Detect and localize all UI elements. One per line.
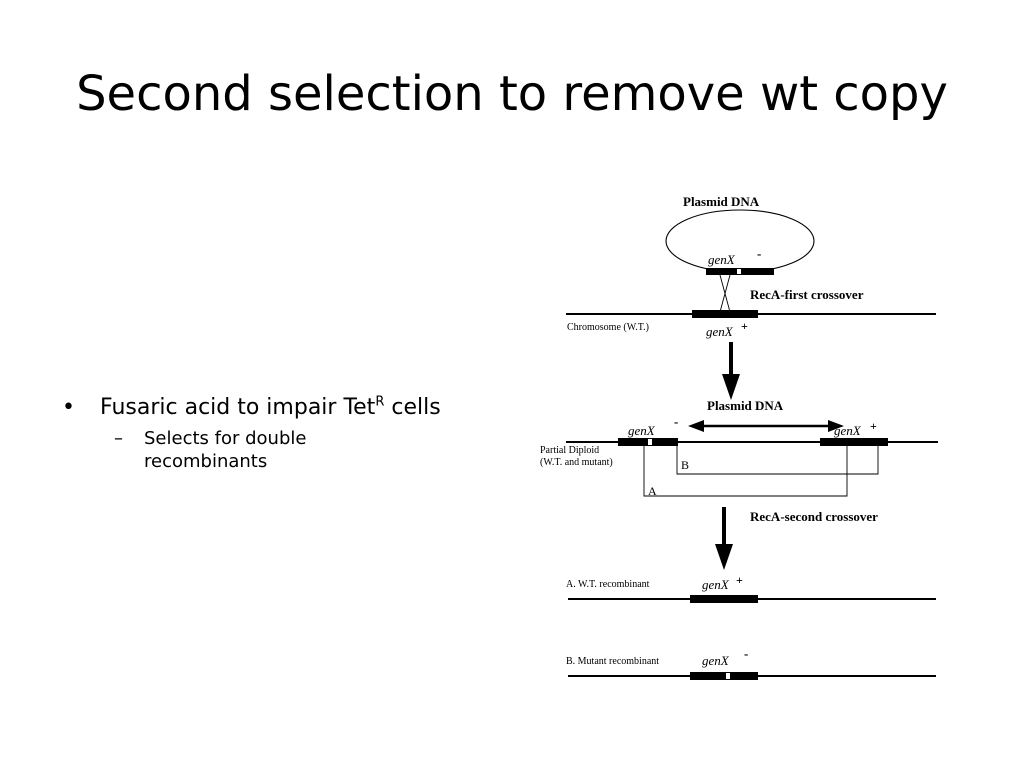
- sub-bullet-dash: –: [114, 427, 123, 449]
- bullet-suffix: cells: [384, 395, 441, 420]
- mutation-marker: [726, 673, 730, 679]
- slide-title: Second selection to remove wt copy: [76, 66, 948, 122]
- sub-bullet-text: Selects for double recombinants: [144, 427, 307, 472]
- genx-minus-mut-label: genX: [702, 653, 730, 668]
- bullet-item: • Fusaric acid to impair TetR cells: [62, 394, 502, 423]
- wt-recombinant-gene-bar: [690, 595, 758, 603]
- mutant-recombinant-gene-bar: [690, 672, 758, 680]
- second-crossover-label: RecA-second crossover: [750, 509, 878, 524]
- genx-plus-right-label: genX: [834, 423, 862, 438]
- partial-diploid-label: (W.T. and mutant): [540, 457, 613, 468]
- arrow-down-icon: [715, 544, 733, 570]
- genx-plus-wt-label: genX: [702, 577, 730, 592]
- minus-sign: -: [744, 646, 748, 661]
- bullet-superscript: R: [375, 394, 385, 410]
- path-b-label: B: [681, 458, 689, 472]
- plasmid-label-mid: Plasmid DNA: [707, 398, 784, 413]
- genx-plus-chrom-label: genX: [706, 324, 734, 339]
- bullet-dot: •: [62, 395, 75, 420]
- arrow-right-icon: [828, 420, 844, 432]
- minus-sign: -: [674, 414, 678, 429]
- plus-sign: +: [870, 419, 877, 433]
- genx-minus-left-label: genX: [628, 423, 656, 438]
- crossover-line: [719, 274, 731, 313]
- minus-sign: -: [757, 246, 761, 261]
- chromosome-label: Chromosome (W.T.): [567, 322, 649, 333]
- mutation-marker: [648, 439, 652, 445]
- first-crossover-label: RecA-first crossover: [750, 287, 864, 302]
- genx-minus-top-label: genX: [708, 252, 736, 267]
- bullet-list: • Fusaric acid to impair TetR cells – Se…: [62, 394, 502, 473]
- arrow-left-icon: [688, 420, 704, 432]
- path-a-label: A: [648, 484, 657, 498]
- plus-sign: +: [741, 319, 748, 333]
- plus-sign: +: [736, 573, 743, 587]
- mutant-recombinant-label: B. Mutant recombinant: [566, 656, 659, 667]
- mutation-marker: [737, 269, 741, 274]
- chromosome-gene-bar: [692, 310, 758, 318]
- partial-diploid-label: Partial Diploid: [540, 445, 599, 456]
- plasmid-circle: [665, 209, 815, 273]
- plasmid-label-top: Plasmid DNA: [683, 194, 760, 209]
- bullet-text: Fusaric acid to impair Tet: [100, 395, 376, 420]
- wt-recombinant-label: A. W.T. recombinant: [566, 579, 650, 590]
- path-b-line: [676, 446, 879, 475]
- wt-gene-bar: [820, 438, 888, 446]
- arrow-down-icon: [722, 374, 740, 400]
- recombination-diagram: Plasmid DNA genX - RecA-first crossover …: [540, 194, 938, 680]
- sub-bullet-item: – Selects for double recombinants: [62, 427, 344, 474]
- path-a-line: [643, 446, 848, 497]
